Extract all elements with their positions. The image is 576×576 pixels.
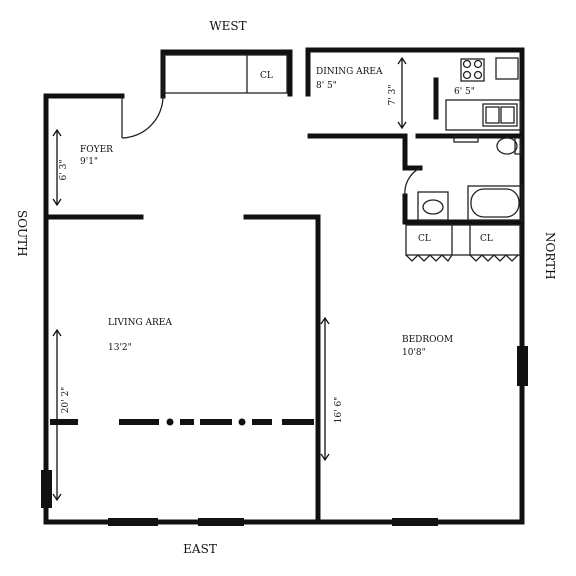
compass-west: WEST [209,19,246,33]
foyer-door [121,95,164,139]
refrigerator [495,57,519,80]
windows [41,310,528,526]
living-size: 13'2" [108,343,132,353]
stove [460,58,485,82]
dining-dim: 7' 3" [388,85,398,106]
living-dim: 20' 2" [61,387,71,414]
living-dim-group: 20' 2" [61,387,71,414]
kitchen-counter [445,99,522,131]
dining-name: DINING AREA [316,67,383,77]
living-name: LIVING AREA [108,318,172,328]
bedroom-closets [405,224,521,263]
foyer-name: FOYER [80,145,113,155]
bedroom-closet-left-label: CL [418,234,431,244]
kitchen-size: 6' 5" [454,87,475,97]
bedroom-closet-right-label: CL [480,234,493,244]
bedroom-size: 10'8" [402,348,426,358]
compass-north: NORTH [543,232,557,280]
bathroom [417,135,523,221]
outer-walls [43,47,525,525]
interior-walls [47,77,525,525]
foyer-size: 9'1" [80,157,98,167]
bath-door [404,167,421,197]
dining-dim-group: 7' 3" [388,85,398,106]
foyer-closet [162,54,288,94]
living-divider [50,418,314,426]
dining-size: 8' 5" [316,81,337,91]
bedroom-dim: 16' 6" [334,397,344,424]
bedroom-name: BEDROOM [402,335,453,345]
compass-east: EAST [183,542,217,556]
bedroom-dim-group: 16' 6" [334,397,344,424]
compass-south: SOUTH [15,210,29,257]
foyer-dim-group: 6' 3" [59,160,69,181]
foyer-dim: 6' 3" [59,160,69,181]
foyer-closet-label: CL [260,71,273,81]
dimension-arrows [52,56,407,502]
